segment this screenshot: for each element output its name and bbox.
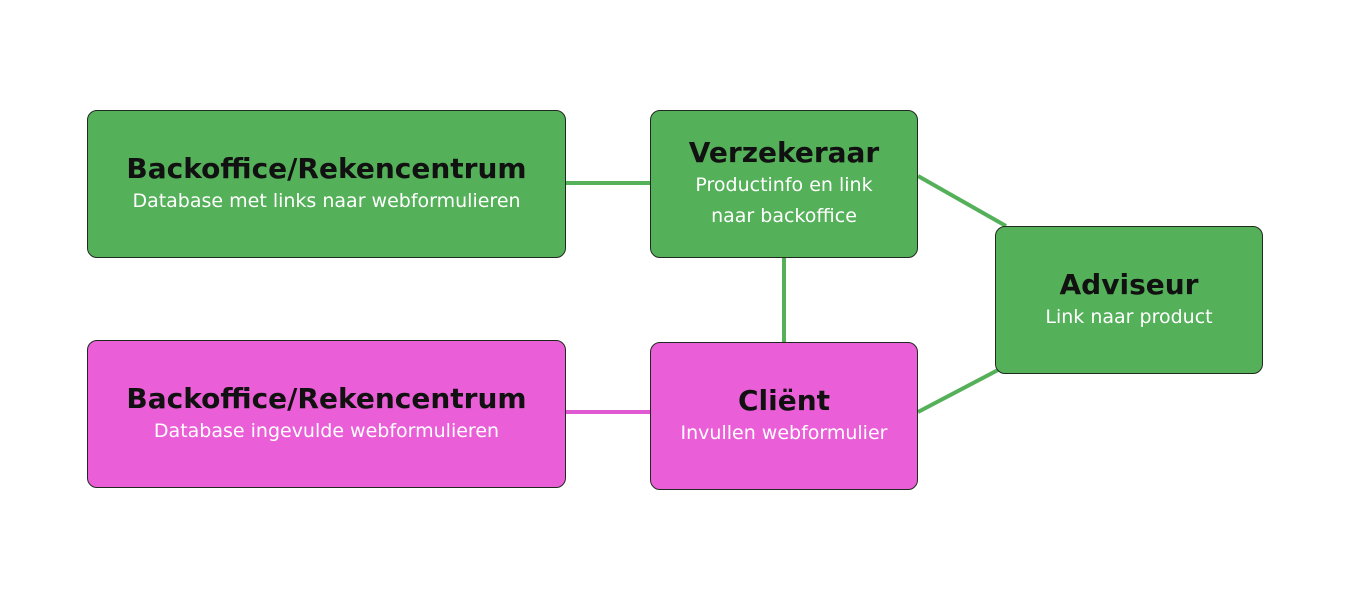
node-title: Verzekeraar [688, 136, 880, 169]
node-title: Cliënt [737, 383, 831, 417]
link-adviseur-client [917, 368, 999, 414]
node-subtitle: Database met links naar webformulieren [132, 189, 521, 212]
node-title: Backoffice/Rekencentrum [126, 151, 527, 185]
node-backoffice-top: Backoffice/Rekencentrum Database met lin… [87, 110, 566, 258]
node-backoffice-bottom: Backoffice/Rekencentrum Database ingevul… [87, 340, 566, 488]
node-title: Adviseur [1059, 267, 1199, 301]
node-title: Backoffice/Rekencentrum [126, 381, 527, 415]
node-subtitle: Productinfo en link naar backoffice [695, 174, 873, 227]
node-adviseur: Adviseur Link naar product [995, 226, 1263, 374]
node-subtitle: Database ingevulde webformulieren [153, 419, 500, 442]
link-verzekeraar-adviseur [917, 174, 1007, 228]
node-client: Cliënt Invullen webformulier [650, 342, 918, 490]
node-subtitle: Link naar product [1045, 305, 1213, 328]
node-subtitle: Invullen webformulier [680, 421, 888, 444]
node-verzekeraar: Verzekeraar Productinfo en link naar bac… [650, 110, 918, 258]
